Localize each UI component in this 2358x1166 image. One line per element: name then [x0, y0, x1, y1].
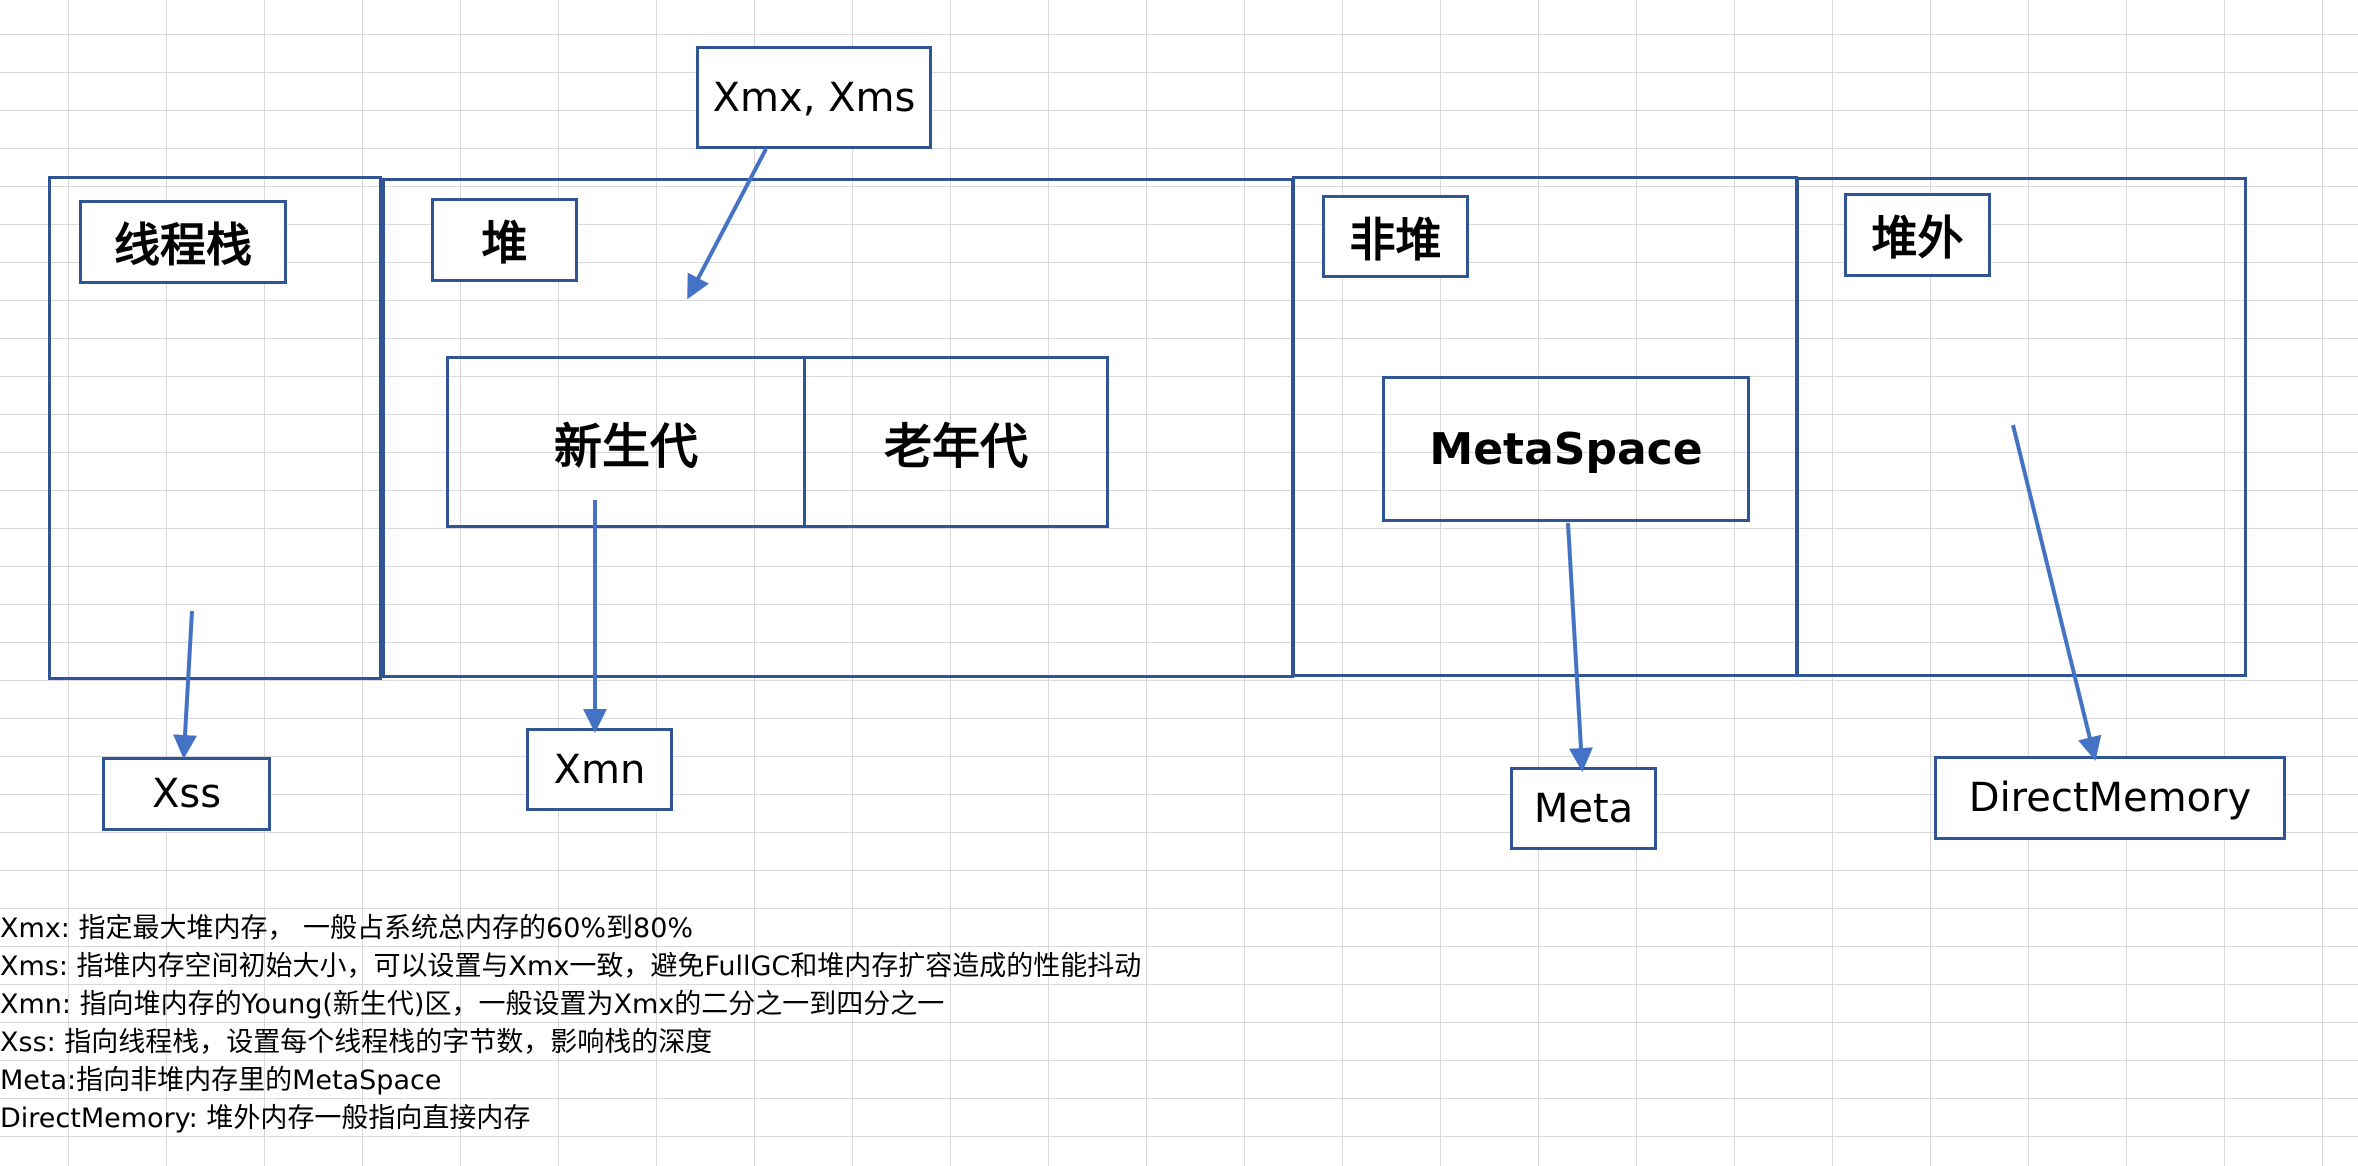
thread-stack-title: 线程栈: [79, 200, 287, 284]
note-direct-memory: DirectMemory: 堆外内存一般指向直接内存: [0, 1103, 531, 1134]
xmn-label: Xmn: [526, 728, 673, 811]
young-generation-box: 新生代: [446, 356, 806, 528]
thread-stack-region: [48, 176, 382, 680]
note-xmn: Xmn: 指向堆内存的Young(新生代)区，一般设置为Xmx的二分之一到四分之…: [0, 989, 945, 1020]
xss-label: Xss: [102, 757, 271, 831]
direct-memory-label: DirectMemory: [1934, 756, 2286, 840]
old-generation-box: 老年代: [803, 356, 1109, 528]
note-xmx: Xmx: 指定最大堆内存， 一般占系统总内存的60%到80%: [0, 913, 694, 944]
xmx-xms-label: Xmx, Xms: [696, 46, 932, 149]
meta-label: Meta: [1510, 767, 1657, 850]
notes-block: Xmx: 指定最大堆内存， 一般占系统总内存的60%到80% Xms: 指堆内存…: [0, 910, 2000, 1138]
note-meta: Meta:指向非堆内存里的MetaSpace: [0, 1065, 442, 1096]
off-heap-title: 堆外: [1844, 193, 1991, 277]
non-heap-title: 非堆: [1322, 195, 1469, 278]
heap-title: 堆: [431, 198, 578, 282]
metaspace-box: MetaSpace: [1382, 376, 1750, 522]
note-xss: Xss: 指向线程栈，设置每个线程栈的字节数，影响栈的深度: [0, 1027, 713, 1058]
note-xms: Xms: 指堆内存空间初始大小，可以设置与Xmx一致，避免FullGC和堆内存扩…: [0, 951, 1142, 982]
